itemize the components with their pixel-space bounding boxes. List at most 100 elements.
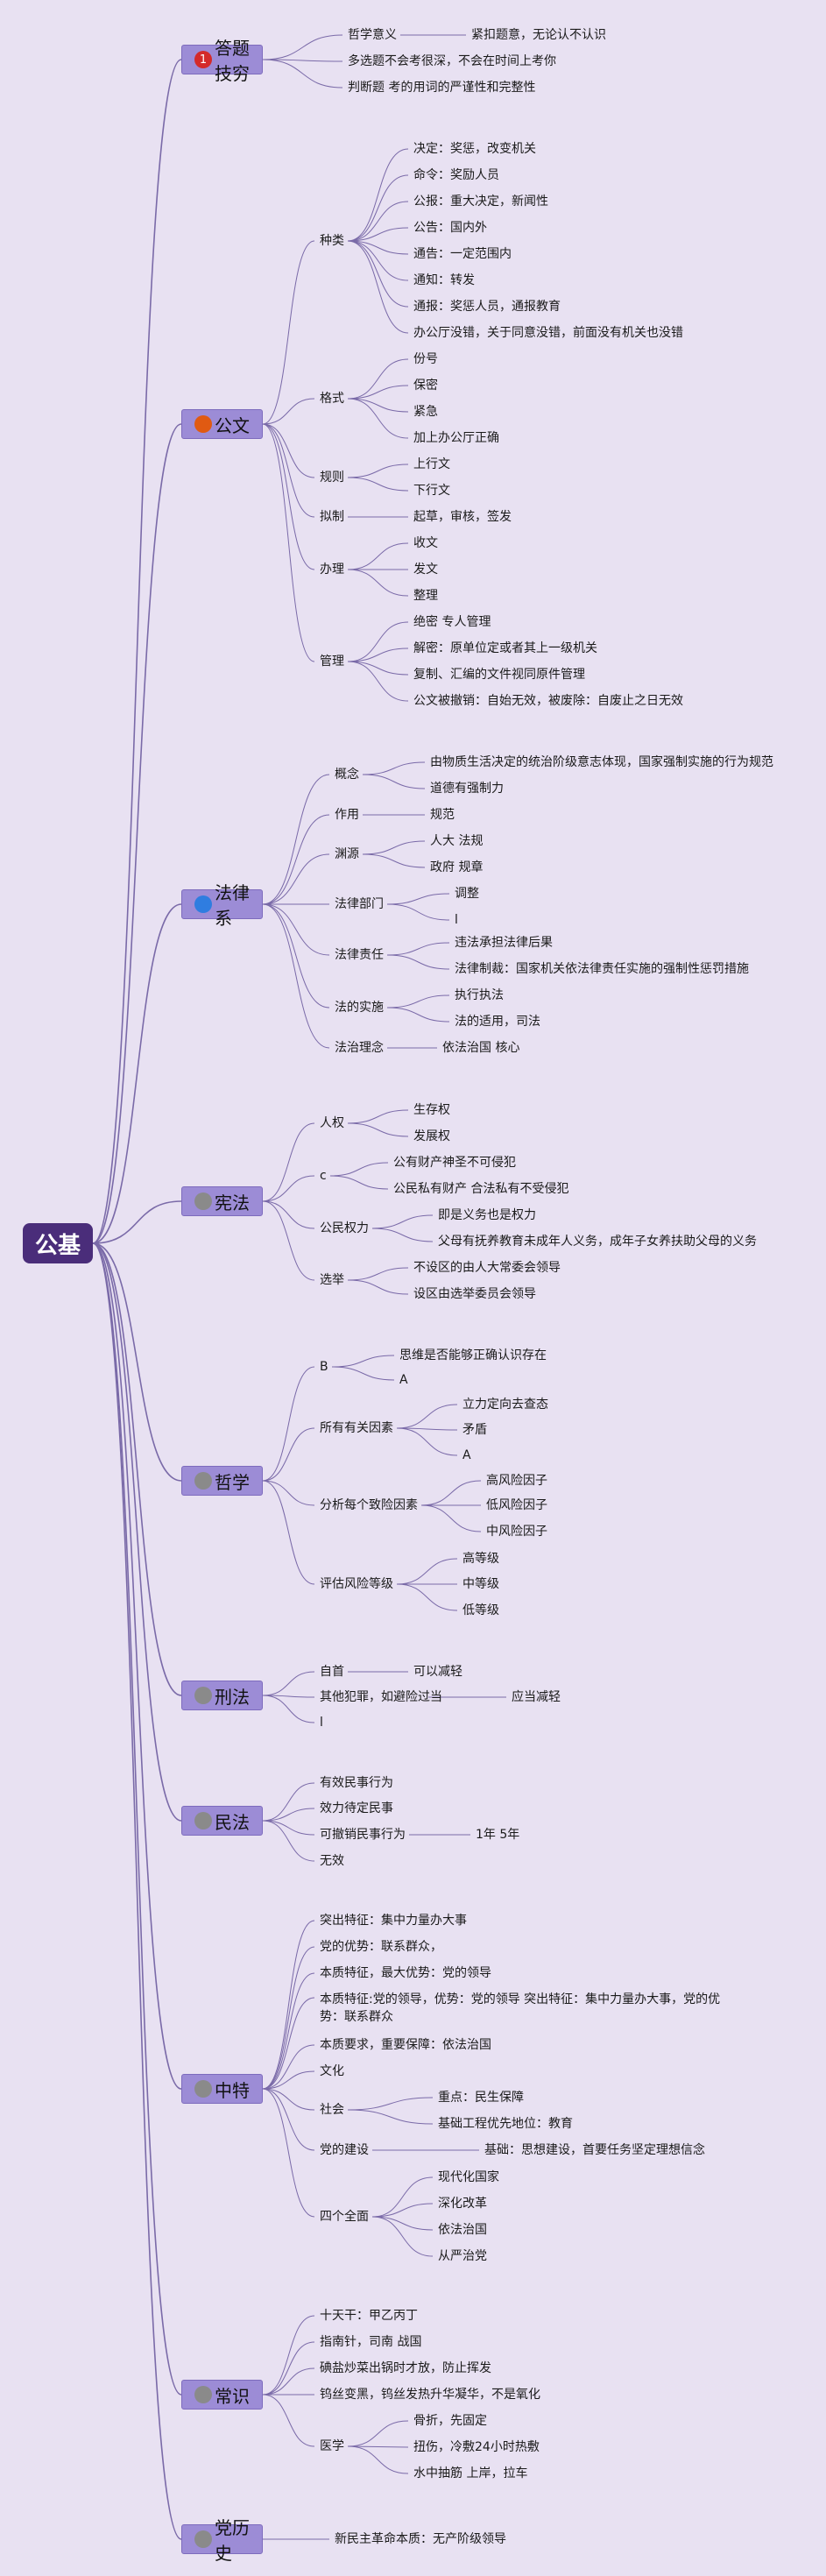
mindmap-node[interactable]: 哲学意义 bbox=[348, 28, 397, 42]
mindmap-node[interactable]: 判断题 考的用词的严谨性和完整性 bbox=[348, 81, 536, 95]
mindmap-node[interactable]: 格式 bbox=[320, 392, 344, 406]
mindmap-node[interactable]: 指南针，司南 战国 bbox=[320, 2335, 422, 2349]
mindmap-node[interactable]: 依法治国 bbox=[438, 2223, 487, 2237]
mindmap-node[interactable]: 管理 bbox=[320, 655, 344, 669]
mindmap-node[interactable]: l bbox=[320, 1716, 323, 1730]
mindmap-node[interactable]: 公文被撤销：自始无效，被废除：自废止之日无效 bbox=[413, 694, 683, 708]
mindmap-node[interactable]: 有效民事行为 bbox=[320, 1776, 393, 1790]
mindmap-node[interactable]: A bbox=[462, 1448, 471, 1462]
mindmap-node[interactable]: 公告：国内外 bbox=[413, 221, 487, 235]
mindmap-node[interactable]: 法的实施 bbox=[335, 1001, 384, 1015]
mindmap-node[interactable]: 设区由选举委员会领导 bbox=[413, 1287, 536, 1301]
mindmap-node[interactable]: 法律责任 bbox=[335, 948, 384, 962]
mindmap-node[interactable]: 人大 法规 bbox=[430, 834, 484, 848]
mindmap-node[interactable]: 解密：原单位定或者其上一级机关 bbox=[413, 641, 597, 655]
mindmap-node[interactable]: 水中抽筋 上岸，拉车 bbox=[413, 2466, 528, 2480]
branch-5[interactable]: 刑法 bbox=[181, 1681, 263, 1710]
mindmap-node[interactable]: 依法治国 核心 bbox=[442, 1041, 520, 1055]
mindmap-node[interactable]: 可以减轻 bbox=[413, 1665, 462, 1679]
mindmap-node[interactable]: 生存权 bbox=[413, 1103, 450, 1117]
mindmap-node[interactable]: 办理 bbox=[320, 563, 344, 577]
mindmap-node[interactable]: 中等级 bbox=[462, 1577, 499, 1591]
mindmap-node[interactable]: 1年 5年 bbox=[476, 1828, 520, 1842]
mindmap-node[interactable]: 低等级 bbox=[462, 1603, 499, 1617]
mindmap-node[interactable]: 发展权 bbox=[413, 1129, 450, 1143]
branch-8[interactable]: 常识 bbox=[181, 2380, 263, 2410]
mindmap-node[interactable]: 可撤销民事行为 bbox=[320, 1828, 406, 1842]
mindmap-node[interactable]: 上行文 bbox=[413, 457, 450, 471]
mindmap-node[interactable]: 起草，审核，签发 bbox=[413, 510, 512, 524]
mindmap-node[interactable]: l bbox=[455, 913, 458, 927]
mindmap-node[interactable]: 不设区的由人大常委会领导 bbox=[413, 1261, 561, 1275]
mindmap-node[interactable]: 公民权力 bbox=[320, 1221, 369, 1235]
mindmap-node[interactable]: 收文 bbox=[413, 536, 438, 550]
mindmap-node[interactable]: 分析每个致险因素 bbox=[320, 1498, 418, 1512]
mindmap-node[interactable]: 公民私有财产 合法私有不受侵犯 bbox=[393, 1182, 569, 1196]
mindmap-node[interactable]: 办公厅没错，关于同意没错，前面没有机关也没错 bbox=[413, 326, 683, 340]
mindmap-node[interactable]: 党的建设 bbox=[320, 2143, 369, 2157]
mindmap-node[interactable]: 深化改革 bbox=[438, 2197, 487, 2211]
mindmap-node[interactable]: 紧急 bbox=[413, 405, 438, 419]
mindmap-node[interactable]: 骨折，先固定 bbox=[413, 2414, 487, 2428]
mindmap-node[interactable]: 无效 bbox=[320, 1854, 344, 1868]
branch-4[interactable]: 哲学 bbox=[181, 1466, 263, 1496]
branch-9[interactable]: 党历史 bbox=[181, 2517, 263, 2564]
mindmap-node[interactable]: 违法承担法律后果 bbox=[455, 936, 553, 950]
mindmap-node[interactable]: 通知：转发 bbox=[413, 273, 475, 287]
mindmap-node[interactable]: 父母有抚养教育未成年人义务，成年子女养扶助父母的义务 bbox=[438, 1235, 757, 1249]
mindmap-node[interactable]: 保密 bbox=[413, 379, 438, 393]
mindmap-node[interactable]: 文化 bbox=[320, 2064, 344, 2078]
mindmap-node[interactable]: 整理 bbox=[413, 589, 438, 603]
mindmap-node[interactable]: 四个全面 bbox=[320, 2210, 369, 2224]
mindmap-node[interactable]: 下行文 bbox=[413, 484, 450, 498]
mindmap-node[interactable]: 法的适用，司法 bbox=[455, 1015, 540, 1029]
mindmap-node[interactable]: 效力待定民事 bbox=[320, 1801, 393, 1815]
mindmap-node[interactable]: 医学 bbox=[320, 2439, 344, 2453]
mindmap-node[interactable]: 多选题不会考很深，不会在时间上考你 bbox=[348, 54, 556, 68]
mindmap-node[interactable]: 公有财产神圣不可侵犯 bbox=[393, 1156, 516, 1170]
mindmap-node[interactable]: 突出特征：集中力量办大事 bbox=[320, 1914, 467, 1928]
mindmap-node[interactable]: 通报：奖惩人员，通报教育 bbox=[413, 300, 561, 314]
mindmap-node[interactable]: 政府 规章 bbox=[430, 860, 484, 874]
mindmap-node[interactable]: 高风险因子 bbox=[486, 1474, 547, 1488]
mindmap-node[interactable]: 种类 bbox=[320, 234, 344, 248]
mindmap-node[interactable]: 即是义务也是权力 bbox=[438, 1208, 536, 1222]
mindmap-node[interactable]: 通告：一定范围内 bbox=[413, 247, 512, 261]
mindmap-node[interactable]: 高等级 bbox=[462, 1552, 499, 1566]
mindmap-node[interactable]: 公报：重大决定，新闻性 bbox=[413, 195, 548, 209]
branch-3[interactable]: 宪法 bbox=[181, 1186, 263, 1216]
mindmap-node[interactable]: 加上办公厅正确 bbox=[413, 431, 499, 445]
mindmap-node[interactable]: 法律部门 bbox=[335, 897, 384, 911]
mindmap-node[interactable]: 从严治党 bbox=[438, 2249, 487, 2263]
mindmap-node[interactable]: 本质特征，最大优势：党的领导 bbox=[320, 1966, 491, 1980]
mindmap-node[interactable]: 党的优势：联系群众， bbox=[320, 1940, 442, 1954]
mindmap-node[interactable]: 调整 bbox=[455, 887, 479, 901]
mindmap-node[interactable]: 应当减轻 bbox=[512, 1690, 561, 1704]
mindmap-node[interactable]: 重点：民生保障 bbox=[438, 2091, 524, 2105]
mindmap-node[interactable]: 渊源 bbox=[335, 847, 359, 861]
mindmap-node[interactable]: 低风险因子 bbox=[486, 1498, 547, 1512]
mindmap-node[interactable]: 法治理念 bbox=[335, 1041, 384, 1055]
mindmap-node[interactable]: 道德有强制力 bbox=[430, 782, 504, 796]
mindmap-node[interactable]: 拟制 bbox=[320, 510, 344, 524]
mindmap-node[interactable]: 现代化国家 bbox=[438, 2170, 499, 2184]
mindmap-node[interactable]: 中风险因子 bbox=[486, 1525, 547, 1539]
mindmap-node[interactable]: 人权 bbox=[320, 1116, 344, 1130]
mindmap-node[interactable]: 规范 bbox=[430, 808, 455, 822]
mindmap-node[interactable]: 绝密 专人管理 bbox=[413, 615, 491, 629]
mindmap-node[interactable]: 其他犯罪，如避险过当 bbox=[320, 1690, 442, 1704]
mindmap-node[interactable]: 执行执法 bbox=[455, 988, 504, 1002]
mindmap-node[interactable]: 社会 bbox=[320, 2103, 344, 2117]
mindmap-node[interactable]: 基础：思想建设，首要任务坚定理想信念 bbox=[484, 2143, 705, 2157]
mindmap-node[interactable]: 碘盐炒菜出锅时才放，防止挥发 bbox=[320, 2361, 491, 2375]
mindmap-node[interactable]: 扭伤，冷敷24小时热敷 bbox=[413, 2440, 540, 2454]
mindmap-node[interactable]: 钨丝变黑，钨丝发热升华凝华，不是氧化 bbox=[320, 2388, 540, 2402]
mindmap-node[interactable]: 思维是否能够正确认识存在 bbox=[399, 1348, 547, 1362]
mindmap-node[interactable]: 本质要求，重要保障：依法治国 bbox=[320, 2038, 491, 2052]
mindmap-node[interactable]: 法律制裁：国家机关依法律责任实施的强制性惩罚措施 bbox=[455, 962, 749, 976]
branch-1[interactable]: 公文 bbox=[181, 409, 263, 439]
mindmap-node[interactable]: 概念 bbox=[335, 768, 359, 782]
mindmap-node[interactable]: 本质特征:党的领导，优势：党的领导 突出特征：集中力量办大事，党的优势：联系群众 bbox=[320, 1992, 721, 2024]
branch-2[interactable]: 法律系 bbox=[181, 882, 263, 929]
